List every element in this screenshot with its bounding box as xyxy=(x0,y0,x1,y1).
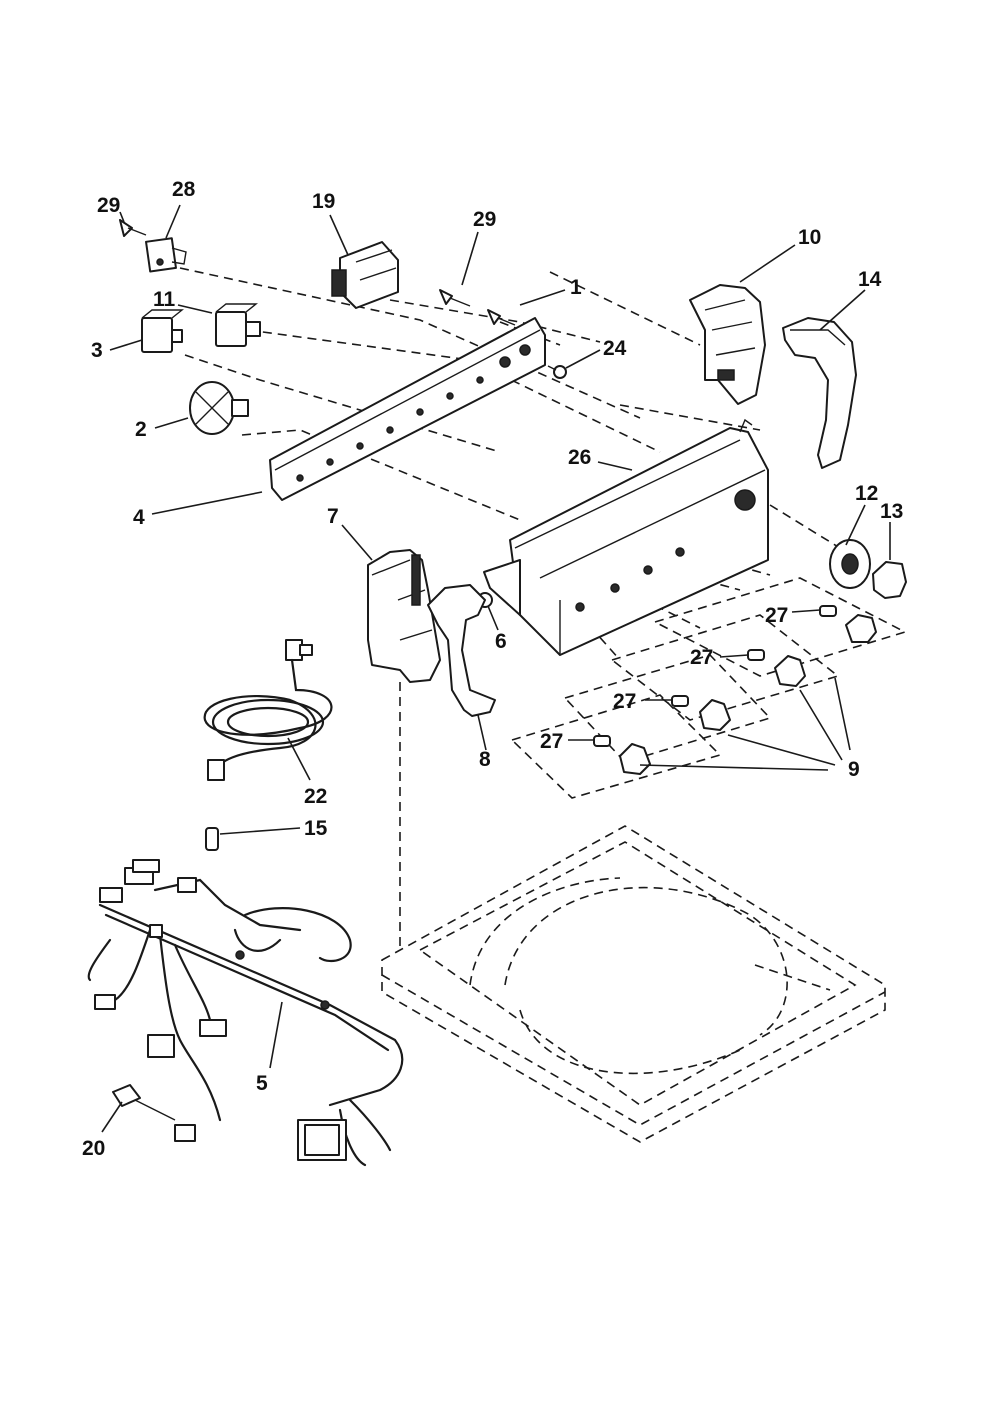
callout-8: 8 xyxy=(479,748,491,771)
screw-24 xyxy=(547,365,567,379)
switch-28 xyxy=(145,237,187,273)
callout-5: 5 xyxy=(256,1072,268,1095)
switch-11 xyxy=(215,303,261,347)
knob-9-4 xyxy=(593,735,651,775)
callout-4: 4 xyxy=(133,506,145,529)
callout-6: 6 xyxy=(495,630,507,653)
cabinet-top-phantom xyxy=(381,825,886,1143)
callout-15: 15 xyxy=(304,817,328,840)
trim-left-8 xyxy=(427,584,496,717)
screws-29-1 xyxy=(439,289,516,326)
callout-27-2: 27 xyxy=(690,646,713,669)
callout-27-4: 27 xyxy=(540,730,563,753)
callout-29-right: 29 xyxy=(473,208,496,231)
control-bracket-4 xyxy=(269,317,546,501)
callout-12: 12 xyxy=(855,482,878,505)
callout-24: 24 xyxy=(603,337,627,360)
callout-9: 9 xyxy=(848,758,860,781)
end-cap-left-7 xyxy=(367,549,441,683)
knob-13 xyxy=(872,561,907,599)
callout-11: 11 xyxy=(153,288,176,311)
knob-9-2 xyxy=(747,649,806,687)
knob-assembly-12 xyxy=(829,539,871,589)
pressure-switch-19 xyxy=(331,241,399,309)
console-rear-panel-26 xyxy=(483,418,769,656)
screw-29-left xyxy=(119,219,147,237)
timer-2 xyxy=(189,381,249,435)
callout-1: 1 xyxy=(570,276,582,299)
power-cord-22 xyxy=(203,639,333,781)
trim-right-14 xyxy=(782,317,857,469)
wire-harness-5 xyxy=(87,859,404,1167)
callout-2: 2 xyxy=(135,418,147,441)
callout-28: 28 xyxy=(172,178,196,201)
callout-10: 10 xyxy=(798,226,821,249)
leader-lines xyxy=(101,204,891,1133)
callout-20: 20 xyxy=(82,1137,105,1160)
callout-13: 13 xyxy=(880,500,903,523)
callout-3: 3 xyxy=(91,339,103,362)
callout-labels: 29 28 19 29 1 10 14 11 3 24 2 26 4 12 13… xyxy=(82,178,903,1160)
end-cap-right-10 xyxy=(689,284,766,405)
clip-15 xyxy=(205,827,219,851)
callout-27-3: 27 xyxy=(613,690,636,713)
callout-14: 14 xyxy=(858,268,882,291)
callout-27-1: 27 xyxy=(765,604,788,627)
callout-26: 26 xyxy=(568,446,591,469)
knob-9-1 xyxy=(819,605,877,643)
switch-3 xyxy=(141,309,184,353)
callout-29-left: 29 xyxy=(97,194,120,217)
knob-9-3 xyxy=(671,695,731,731)
callout-7: 7 xyxy=(327,505,339,528)
callout-19: 19 xyxy=(312,190,335,213)
callout-22: 22 xyxy=(304,785,327,808)
bracket-20 xyxy=(112,1084,176,1121)
